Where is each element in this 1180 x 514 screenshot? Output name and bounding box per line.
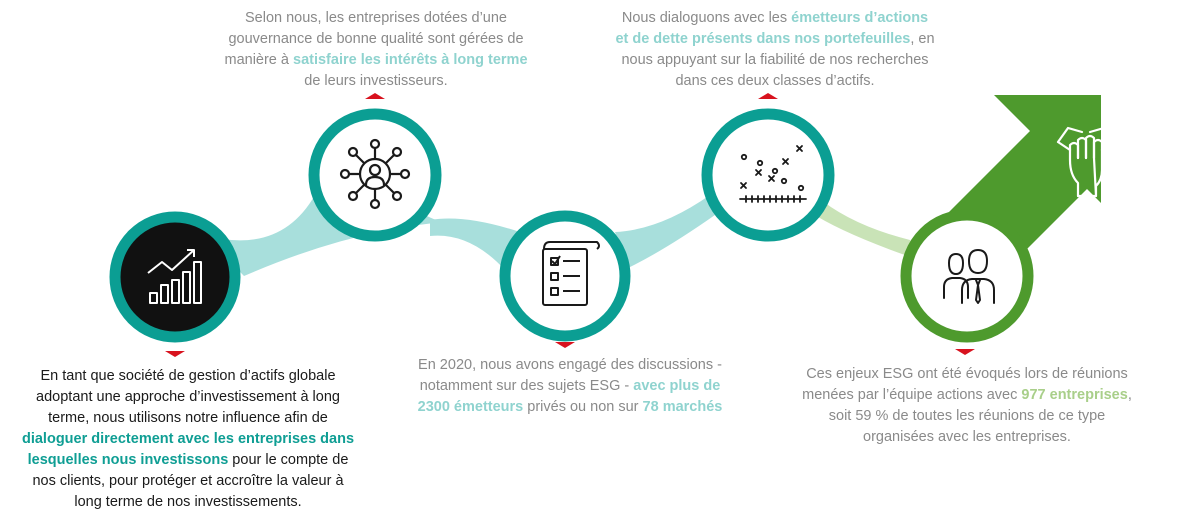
step-1-circle <box>109 211 241 343</box>
text-line: menées par l’équipe actions avec 977 ent… <box>802 387 1132 403</box>
step-3-text: En 2020, nous avons engagé des discussio… <box>380 355 760 418</box>
body-text: , <box>1127 387 1132 403</box>
connector-3-4 <box>615 195 715 268</box>
body-text: pour le compte de <box>228 452 349 468</box>
connector-2-3 <box>430 218 520 270</box>
text-line: soit 59 % de toutes les réunions de ce t… <box>829 408 1105 424</box>
growth-chart-icon <box>147 249 202 304</box>
step-2-text: Selon nous, les entreprises dotées d’une… <box>196 8 556 92</box>
checklist-icon <box>542 241 600 306</box>
step-1-text: En tant que société de gestion d’actifs … <box>2 366 374 513</box>
text-line: dans ces deux classes d’actifs. <box>675 73 874 89</box>
text-line: notamment sur des sujets ESG - avec plus… <box>420 378 721 394</box>
text-line: nos clients, pour protéger et accroître … <box>32 473 343 489</box>
step-4-circle <box>701 108 835 242</box>
highlight-text: 2300 émetteurs <box>417 399 524 415</box>
body-text: , en <box>910 31 935 47</box>
body-text: gouvernance de bonne qualité sont gérées… <box>228 31 524 47</box>
step-5-circle <box>900 209 1034 343</box>
text-line: nous appuyant sur la fiabilité de nos re… <box>621 52 928 68</box>
body-text: long terme de nos investissements. <box>74 494 302 510</box>
step-4-text: Nous dialoguons avec les émetteurs d’act… <box>588 8 962 92</box>
text-line: organisées avec les entreprises. <box>863 429 1071 445</box>
body-text: Selon nous, les entreprises dotées d’une <box>245 10 507 26</box>
highlight-text: 977 entreprises <box>1021 387 1128 403</box>
text-line: long terme de nos investissements. <box>74 494 301 510</box>
text-line: En tant que société de gestion d’actifs … <box>40 368 335 384</box>
highlight-text: satisfaire les intérêts à long terme <box>293 52 528 68</box>
highlight-text: avec plus de <box>633 378 721 394</box>
network-person-icon <box>339 138 411 210</box>
body-text: nous appuyant sur la fiabilité de nos re… <box>621 52 929 68</box>
text-line: Nous dialoguons avec les émetteurs d’act… <box>622 10 928 26</box>
text-line: 2300 émetteurs privés ou non sur 78 marc… <box>418 399 723 415</box>
body-text: de leurs investisseurs. <box>304 73 448 89</box>
text-line: lesquelles nous investissons pour le com… <box>28 452 349 468</box>
text-line: gouvernance de bonne qualité sont gérées… <box>228 31 523 47</box>
text-line: manière à satisfaire les intérêts à long… <box>224 52 527 68</box>
body-text: En 2020, nous avons engagé des discussio… <box>418 357 722 373</box>
text-line: En 2020, nous avons engagé des discussio… <box>418 357 722 373</box>
body-text: dans ces deux classes d’actifs. <box>675 73 875 89</box>
marker-5 <box>955 349 975 355</box>
body-text: manière à <box>224 52 293 68</box>
body-text: terme, nous utilisons notre influence af… <box>48 410 328 426</box>
marker-1 <box>165 351 185 357</box>
stacked-hands-icon <box>1056 126 1116 198</box>
body-text: notamment sur des sujets ESG - <box>419 378 634 394</box>
highlight-text: et de dette présents dans nos portefeuil… <box>615 31 911 47</box>
connector-4-5 <box>810 195 925 262</box>
body-text: Ces enjeux ESG ont été évoqués lors de r… <box>806 366 1128 382</box>
text-line: et de dette présents dans nos portefeuil… <box>615 31 934 47</box>
text-line: dialoguer directement avec les entrepris… <box>22 431 354 447</box>
body-text: nos clients, pour protéger et accroître … <box>32 473 344 489</box>
highlight-text: lesquelles nous investissons <box>27 452 229 468</box>
body-text: adoptant une approche d’investissement à… <box>36 389 340 405</box>
body-text: Nous dialoguons avec les <box>621 10 792 26</box>
body-text: En tant que société de gestion d’actifs … <box>40 368 336 384</box>
body-text: privés ou non sur <box>523 399 643 415</box>
text-line: Ces enjeux ESG ont été évoqués lors de r… <box>806 366 1128 382</box>
scatter-plot-icon <box>739 145 807 203</box>
highlight-text: 78 marchés <box>642 399 723 415</box>
business-people-icon <box>943 249 995 304</box>
highlight-text: émetteurs d’actions <box>791 10 929 26</box>
step-5-text: Ces enjeux ESG ont été évoqués lors de r… <box>778 364 1156 448</box>
text-line: de leurs investisseurs. <box>304 73 447 89</box>
text-line: Selon nous, les entreprises dotées d’une <box>245 10 507 26</box>
text-line: terme, nous utilisons notre influence af… <box>48 410 328 426</box>
highlight-text: dialoguer directement avec les entrepris… <box>21 431 355 447</box>
body-text: organisées avec les entreprises. <box>863 429 1071 445</box>
marker-2 <box>365 93 385 99</box>
marker-3 <box>555 342 575 348</box>
marker-4 <box>758 93 778 99</box>
body-text: soit 59 % de toutes les réunions de ce t… <box>828 408 1106 424</box>
body-text: menées par l’équipe actions avec <box>802 387 1022 403</box>
text-line: adoptant une approche d’investissement à… <box>36 389 340 405</box>
